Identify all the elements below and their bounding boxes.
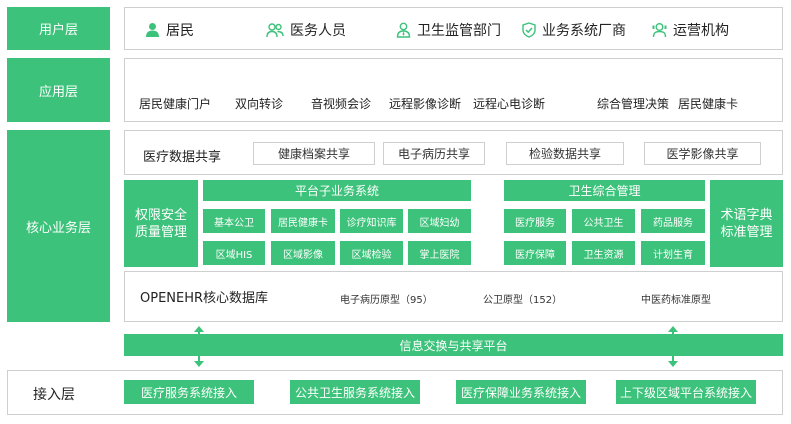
chip-regional-imaging[interactable]: 区域影像 — [271, 241, 335, 265]
chip-regional-his[interactable]: 区域HIS — [203, 241, 265, 265]
app-video-consult: 音视频会诊 — [311, 97, 372, 111]
app-remote-imaging: 远程影像诊断 — [389, 97, 462, 111]
user-label-resident: 居民 — [166, 23, 194, 39]
arrow-down-right-icon — [668, 361, 678, 367]
chip-mobile-hospital[interactable]: 掌上医院 — [408, 241, 471, 265]
supervisor-icon — [396, 22, 411, 38]
layer-label-user: 用户层 — [7, 7, 110, 50]
database-panel: OPENEHR核心数据库 电子病历原型（95） 公卫原型（152） 中医药标准原… — [124, 271, 783, 322]
arrow-down-left-icon — [194, 361, 204, 367]
user-panel: 居民 医务人员 卫生监管部门 业务系统厂商 运营机构 — [124, 7, 783, 50]
user-item-vendor: 业务系统厂商 — [522, 20, 626, 40]
chip-knowledge-base[interactable]: 诊疗知识库 — [340, 209, 403, 233]
database-emr-archetype: 电子病历原型（95） — [340, 295, 433, 306]
chip-resident-health-card[interactable]: 居民健康卡 — [271, 209, 335, 233]
chip-regional-lab[interactable]: 区域检验 — [340, 241, 403, 265]
chip-maternal-child[interactable]: 区域妇幼 — [408, 209, 471, 233]
data-share-title: 医疗数据共享 — [143, 150, 222, 165]
arrow-up-left-icon — [194, 326, 204, 332]
operator-icon — [652, 23, 667, 38]
database-title: OPENEHR核心数据库 — [140, 291, 269, 306]
layer-label-app: 应用层 — [7, 58, 110, 122]
arrow-up-right-icon — [668, 326, 678, 332]
share-imaging: 医学影像共享 — [644, 142, 761, 165]
platform-subsystem-header: 平台子业务系统 — [203, 180, 471, 201]
layer-label-access: 接入层 — [33, 387, 75, 403]
chip-family-planning[interactable]: 计划生育 — [641, 241, 705, 265]
database-public-health-archetype: 公卫原型（152） — [483, 295, 563, 306]
share-lab-data: 检验数据共享 — [506, 142, 624, 165]
user-item-resident: 居民 — [145, 20, 194, 40]
app-resident-portal: 居民健康门户 — [139, 97, 212, 111]
user-label-supervisor: 卫生监管部门 — [417, 23, 501, 39]
share-health-record: 健康档案共享 — [253, 142, 375, 165]
access-medical-insurance[interactable]: 医疗保障业务系统接入 — [456, 380, 586, 404]
access-public-health[interactable]: 公共卫生服务系统接入 — [290, 380, 420, 404]
medical-staff-icon — [266, 23, 284, 38]
access-medical-service[interactable]: 医疗服务系统接入 — [124, 380, 254, 404]
app-remote-ecg: 远程心电诊断 — [473, 97, 546, 111]
person-icon — [146, 23, 159, 37]
app-panel: 居民健康门户 双向转诊 音视频会诊 远程影像诊断 远程心电诊断 综合管理决策 居… — [124, 58, 783, 122]
chip-health-resources[interactable]: 卫生资源 — [572, 241, 635, 265]
data-share-panel: 医疗数据共享 健康档案共享 电子病历共享 检验数据共享 医学影像共享 — [124, 130, 783, 175]
user-item-supervisor: 卫生监管部门 — [396, 20, 501, 40]
security-quality-block: 权限安全 质量管理 — [124, 180, 198, 267]
health-mgmt-header: 卫生综合管理 — [504, 180, 705, 201]
shield-check-icon — [522, 22, 536, 38]
access-regional-platform[interactable]: 上下级区域平台系统接入 — [616, 380, 756, 404]
user-item-operator: 运营机构 — [652, 20, 729, 40]
app-health-card: 居民健康卡 — [678, 97, 739, 111]
app-decision: 综合管理决策 — [597, 97, 670, 111]
chip-public-health[interactable]: 公共卫生 — [572, 209, 635, 233]
chip-medical-insurance[interactable]: 医疗保障 — [504, 241, 566, 265]
user-label-vendor: 业务系统厂商 — [542, 23, 626, 39]
share-emr: 电子病历共享 — [383, 142, 485, 165]
chip-basic-public-health[interactable]: 基本公卫 — [203, 209, 265, 233]
database-tcm-archetype: 中医药标准原型 — [641, 295, 711, 306]
exchange-platform-bar: 信息交换与共享平台 — [124, 334, 783, 356]
chip-medical-service[interactable]: 医疗服务 — [504, 209, 566, 233]
user-label-medical-staff: 医务人员 — [290, 23, 346, 39]
app-referral: 双向转诊 — [235, 97, 284, 111]
layer-label-core: 核心业务层 — [7, 130, 110, 322]
user-label-operator: 运营机构 — [673, 23, 729, 39]
chip-drug-service[interactable]: 药品服务 — [641, 209, 705, 233]
terminology-block: 术语字典 标准管理 — [710, 180, 783, 267]
user-item-medical-staff: 医务人员 — [266, 20, 346, 40]
